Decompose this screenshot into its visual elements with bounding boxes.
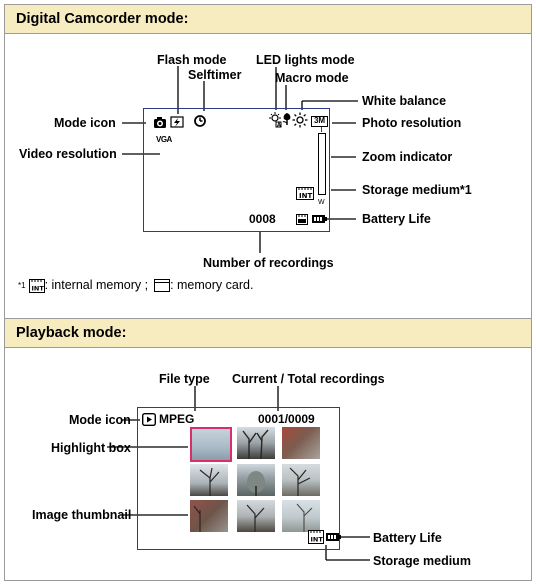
flash-icon — [170, 115, 184, 131]
memory-card-footnote-icon — [154, 278, 171, 293]
battery-life-label: Battery Life — [362, 212, 431, 226]
led-lights-icon: A — [269, 112, 283, 130]
playback-mode-icon-label: Mode icon — [69, 413, 131, 427]
image-thumbnail[interactable] — [237, 500, 275, 532]
image-thumbnail-label: Image thumbnail — [32, 508, 132, 522]
internal-memory-icon: INT — [296, 187, 314, 202]
recording-count: 0008 — [249, 212, 276, 226]
zoom-tele-mark: T — [319, 125, 324, 134]
highlight-box[interactable] — [190, 427, 232, 462]
photo-resolution-icon: 3M — [311, 116, 328, 127]
zoom-bar — [318, 133, 326, 195]
internal-memory-text: : internal memory ; — [44, 278, 149, 293]
image-thumbnail[interactable] — [282, 500, 320, 532]
image-thumbnail[interactable] — [282, 427, 320, 459]
svg-text:INT: INT — [31, 284, 44, 292]
flash-mode-label: Flash mode — [157, 53, 227, 67]
playback-screen — [137, 407, 340, 550]
playback-mode-icon — [141, 412, 157, 428]
svg-text:INT: INT — [311, 536, 324, 544]
image-thumbnail[interactable] — [237, 464, 275, 496]
battery-icon — [311, 214, 327, 226]
macro-mode-label: Macro mode — [275, 71, 349, 85]
storage-medium-label: Storage medium*1 — [362, 183, 472, 197]
zoom-wide-mark: W — [318, 199, 325, 206]
file-type-value: MPEG — [159, 412, 195, 426]
playback-storage-medium-label: Storage medium — [373, 554, 471, 568]
selftimer-icon — [193, 113, 207, 129]
camcorder-screen — [143, 108, 330, 232]
video-resolution-label: Video resolution — [19, 147, 117, 161]
memory-footnote: *1 INT : internal memory ; : memory card… — [18, 278, 253, 293]
camcorder-section-header: Digital Camcorder mode: — [5, 5, 531, 34]
mode-icon-label: Mode icon — [54, 116, 116, 130]
playback-battery-icon — [325, 532, 341, 544]
photo-resolution-label: Photo resolution — [362, 116, 462, 130]
current-total-label: Current / Total recordings — [232, 372, 385, 386]
footnote-mark: *1 — [18, 280, 26, 290]
page-frame — [4, 4, 532, 581]
playback-section-header: Playback mode: — [5, 318, 531, 348]
macro-icon — [281, 112, 293, 128]
playback-battery-life-label: Battery Life — [373, 531, 442, 545]
internal-memory-footnote-icon: INT — [28, 278, 45, 293]
image-thumbnail[interactable] — [237, 427, 275, 460]
highlight-box-label: Highlight box — [51, 441, 131, 455]
internal-memory-icon-2 — [296, 214, 308, 227]
svg-text:INT: INT — [299, 192, 312, 200]
selftimer-label: Selftimer — [188, 68, 242, 82]
svg-text:A: A — [277, 123, 281, 129]
led-lights-mode-label: LED lights mode — [256, 53, 355, 67]
zoom-indicator-label: Zoom indicator — [362, 150, 453, 164]
memory-card-text: : memory card. — [170, 278, 254, 293]
image-thumbnail[interactable] — [190, 464, 228, 496]
video-resolution-icon: VGA — [156, 135, 172, 144]
camera-mode-icon — [153, 116, 167, 131]
file-type-label: File type — [159, 372, 210, 386]
white-balance-label: White balance — [362, 94, 447, 108]
recording-counter: 0001/0009 — [258, 412, 315, 426]
playback-internal-memory-icon: INT — [308, 530, 324, 546]
image-thumbnail[interactable] — [282, 464, 320, 496]
white-balance-icon — [292, 112, 308, 130]
number-of-recordings-label: Number of recordings — [203, 256, 334, 270]
image-thumbnail[interactable] — [190, 500, 228, 532]
